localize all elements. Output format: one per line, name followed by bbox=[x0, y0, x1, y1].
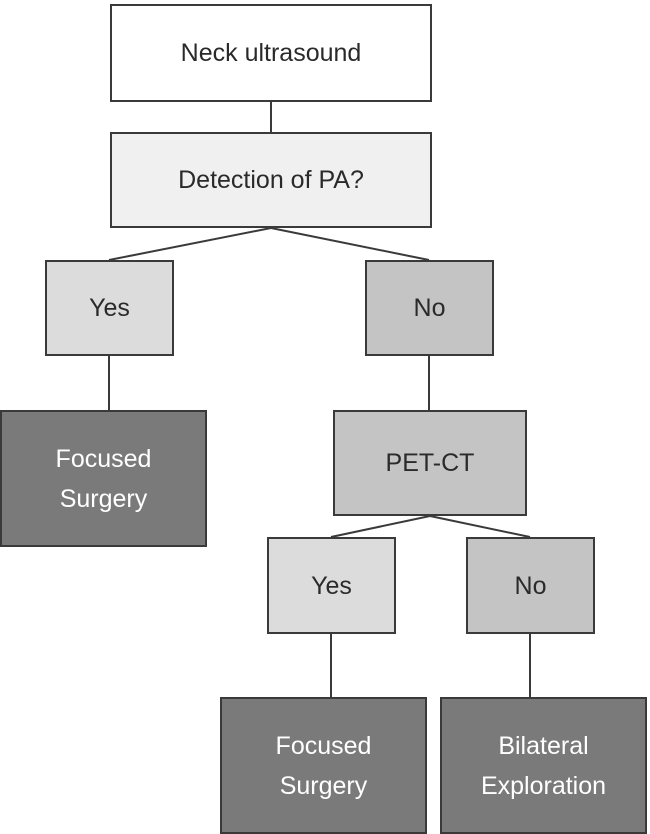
connector-question-to-no bbox=[270, 227, 430, 261]
node-focused-surgery-2: Focused Surgery bbox=[220, 697, 427, 834]
connector-petct-to-no bbox=[429, 515, 531, 538]
node-detection-no: No bbox=[365, 260, 494, 356]
node-pet-ct: PET-CT bbox=[333, 410, 527, 516]
node-petct-no: No bbox=[466, 537, 595, 634]
node-detection-yes: Yes bbox=[45, 260, 174, 356]
node-detection-question: Detection of PA? bbox=[110, 132, 432, 228]
node-petct-yes: Yes bbox=[267, 537, 396, 634]
connector-petct-to-yes bbox=[330, 515, 431, 538]
node-focused-surgery-1: Focused Surgery bbox=[0, 410, 207, 547]
node-bilateral-exploration: Bilateral Exploration bbox=[440, 697, 647, 834]
connector-question-to-yes bbox=[108, 227, 272, 261]
node-neck-ultrasound: Neck ultrasound bbox=[110, 4, 432, 102]
